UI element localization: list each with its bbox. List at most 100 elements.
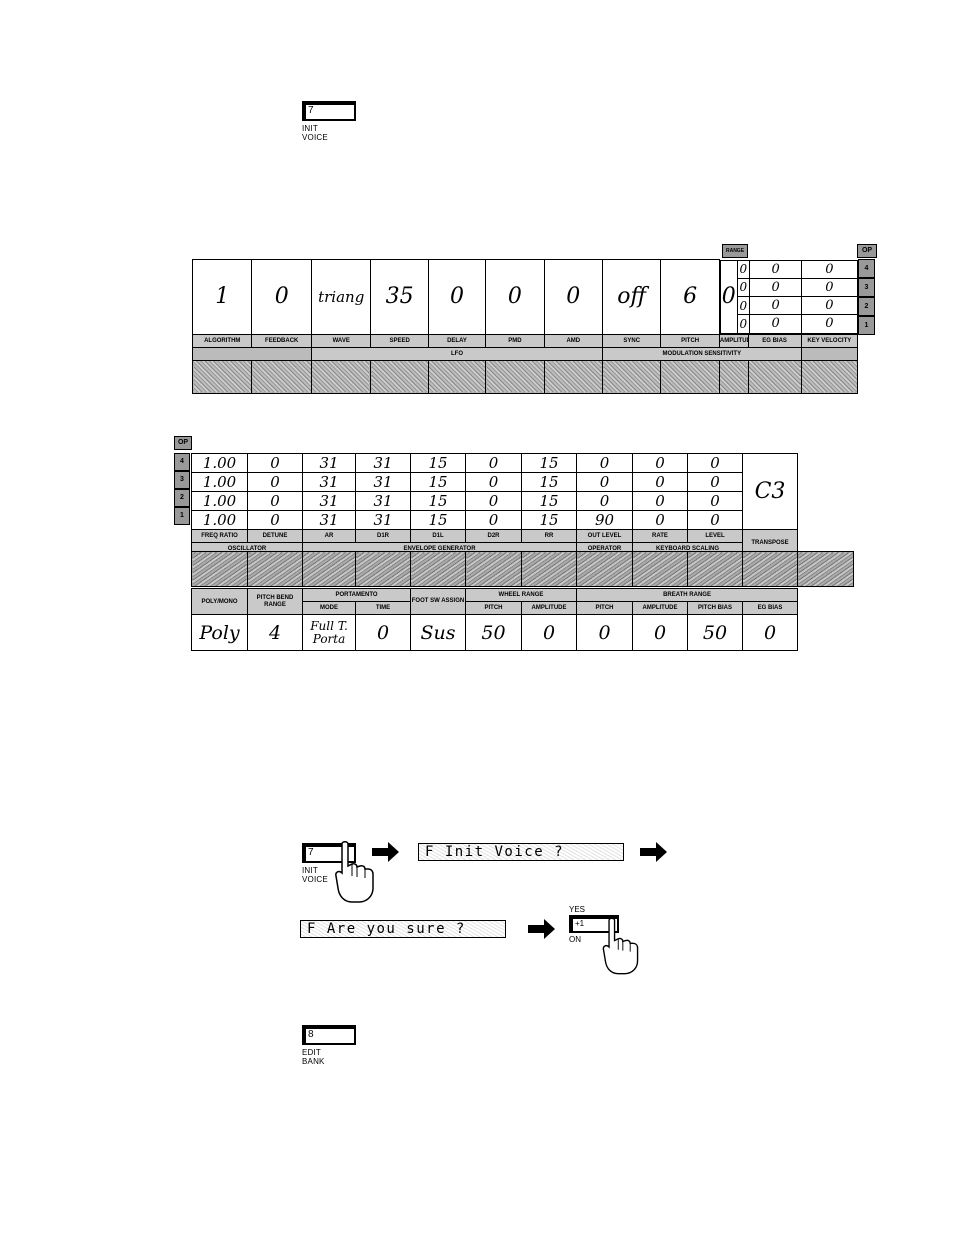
op1-detune: 0 <box>247 510 303 530</box>
yes-label: YES <box>569 905 586 914</box>
header-eg-bias: EG BIAS <box>741 601 799 615</box>
noise-cell <box>302 551 356 587</box>
op4-d2r: 0 <box>465 453 522 473</box>
op4-freq-ratio: 1.00 <box>191 453 248 473</box>
noise-cell <box>370 359 429 394</box>
op2-d1r: 31 <box>355 491 411 511</box>
function-table: POLY/MONO PITCH BEND RANGE PORTAMENTO FO… <box>191 588 799 651</box>
poly-mono-value: Poly <box>191 614 248 651</box>
subheader-wheel-range: WHEEL RANGE <box>465 588 577 602</box>
header-wave: WAVE <box>310 333 372 348</box>
header-d2r: D2R <box>465 529 522 543</box>
pointing-hand-icon <box>602 917 639 975</box>
lcd-init-voice: F Init Voice ? <box>418 843 624 861</box>
subheader-lfo: LFO <box>310 346 604 361</box>
arrow-right-icon <box>372 842 399 862</box>
noise-cell <box>355 551 411 587</box>
op3-ar: 31 <box>302 472 356 492</box>
header-ar: AR <box>302 529 356 543</box>
op3-out-level: 0 <box>576 472 633 492</box>
header-speed: SPEED <box>370 333 429 348</box>
header-foot-sw-assign: FOOT SW ASSIGN <box>410 588 466 615</box>
op1-rr: 15 <box>521 510 577 530</box>
range-amp-1: 0 <box>736 259 751 279</box>
yes-on-button[interactable]: YES +1 ON <box>569 905 619 944</box>
arrow-right-icon <box>640 842 667 862</box>
range-key-3: 0 <box>801 295 858 316</box>
op2-detune: 0 <box>247 491 303 511</box>
foot-sw-value: Sus <box>410 614 466 651</box>
noise-cell <box>687 551 743 587</box>
feedback-value: 0 <box>251 259 312 335</box>
noise-cell <box>632 551 688 587</box>
header-freq-ratio: FREQ RATIO <box>191 529 248 543</box>
delay-value: 0 <box>427 259 487 335</box>
range-amp-4: 0 <box>736 314 751 334</box>
header-poly-mono: POLY/MONO <box>191 588 248 615</box>
header-porta-mode: MODE <box>302 601 356 615</box>
header-eg-bias: EG BIAS <box>747 333 802 348</box>
noise-cell <box>660 359 720 394</box>
op1-d1l: 15 <box>410 510 466 530</box>
amd-value: 0 <box>543 259 604 335</box>
subheader-blank-2 <box>800 346 859 361</box>
range-eg-3: 0 <box>749 295 803 316</box>
button-key[interactable]: +1 <box>569 915 619 933</box>
button-key[interactable]: 8 <box>302 1025 356 1045</box>
button-key[interactable]: 7 <box>302 101 356 121</box>
op1-rate: 0 <box>632 510 688 530</box>
op-tag: 4 <box>174 453 190 471</box>
header-sync: SYNC <box>602 333 662 348</box>
noise-cell <box>576 551 633 587</box>
lcd-are-you-sure: F Are you sure ? <box>300 920 506 938</box>
op4-rate: 0 <box>632 453 688 473</box>
header-d1l: D1L <box>410 529 466 543</box>
noise-cell <box>191 551 248 587</box>
header-amd: AMD <box>543 333 604 348</box>
op1-freq-ratio: 1.00 <box>191 510 248 530</box>
header-delay: DELAY <box>427 333 487 348</box>
op-tag: 1 <box>858 316 875 335</box>
noise-cell <box>718 359 749 394</box>
op-tag: 2 <box>858 297 875 316</box>
op1-d2r: 0 <box>465 510 522 530</box>
op3-freq-ratio: 1.00 <box>191 472 248 492</box>
button-label-line2: VOICE <box>302 133 328 142</box>
noise-cell <box>427 359 487 394</box>
pointing-hand-icon <box>335 841 374 903</box>
noise-cell <box>410 551 466 587</box>
op-tag: 2 <box>174 489 190 507</box>
range-label: RANGE <box>722 244 748 258</box>
header-porta-time: TIME <box>355 601 411 615</box>
porta-mode-value: Full T. Porta <box>302 614 356 651</box>
header-pitch: PITCH <box>660 333 720 348</box>
pitch-mod-value: 6 <box>660 259 720 335</box>
range-key-1: 0 <box>801 259 858 279</box>
noise-cell <box>485 359 545 394</box>
op2-freq-ratio: 1.00 <box>191 491 248 511</box>
button-label-line1: INIT <box>302 866 318 875</box>
op2-rate: 0 <box>632 491 688 511</box>
noise-cell <box>543 359 604 394</box>
op4-d1r: 31 <box>355 453 411 473</box>
on-label: ON <box>569 935 581 944</box>
header-rr: RR <box>521 529 577 543</box>
op2-level: 0 <box>687 491 743 511</box>
op2-d2r: 0 <box>465 491 522 511</box>
op-tags-left: 4 3 2 1 <box>174 453 190 525</box>
op3-d2r: 0 <box>465 472 522 492</box>
header-feedback: FEEDBACK <box>251 333 312 348</box>
range-key-2: 0 <box>801 277 858 298</box>
op2-rr: 15 <box>521 491 577 511</box>
op2-d1l: 15 <box>410 491 466 511</box>
op2-out-level: 0 <box>576 491 633 511</box>
header-pmd: PMD <box>485 333 545 348</box>
op1-d1r: 31 <box>355 510 411 530</box>
op4-d1l: 15 <box>410 453 466 473</box>
header-d1r: D1R <box>355 529 411 543</box>
